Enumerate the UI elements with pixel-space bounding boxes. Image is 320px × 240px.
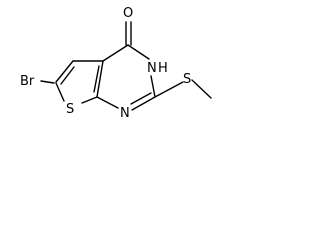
- bond-c2-sme: [154, 81, 184, 98]
- bond-c4a-c7a: [96, 60, 104, 98]
- bond-c6-c5: [55, 60, 74, 83]
- atom-nitrogen-h-hydrogen: H: [158, 61, 168, 76]
- bond-s-c7a: [81, 96, 98, 104]
- atom-thiophene-sulfur: S: [66, 102, 74, 117]
- bond-n3-c2: [150, 75, 156, 98]
- atom-thioether-sulfur: S: [183, 72, 191, 87]
- atom-bromine: Br: [20, 74, 35, 89]
- atom-oxygen: O: [123, 6, 133, 21]
- bond-c6-c5-double: [60, 66, 75, 85]
- bond-c2-n1-double: [130, 92, 152, 105]
- bond-c2-n1: [131, 96, 156, 111]
- bond-lines: [40, 21, 212, 111]
- atom-labels: Br S O N H N S: [20, 6, 191, 121]
- bond-c4a-c7a-double: [93, 65, 100, 93]
- bond-c6-s: [55, 82, 65, 102]
- bond-n1-c7a: [96, 96, 119, 109]
- bond-br-c6: [40, 80, 55, 84]
- bond-c4a-c4: [102, 44, 129, 62]
- molecule-structure: Br S O N H N S: [20, 6, 212, 121]
- bond-c4-n3: [127, 44, 150, 60]
- atom-nitrogen-h: N: [147, 61, 157, 76]
- atom-ring-nitrogen: N: [120, 106, 130, 121]
- bond-sme-ch3: [191, 79, 212, 99]
